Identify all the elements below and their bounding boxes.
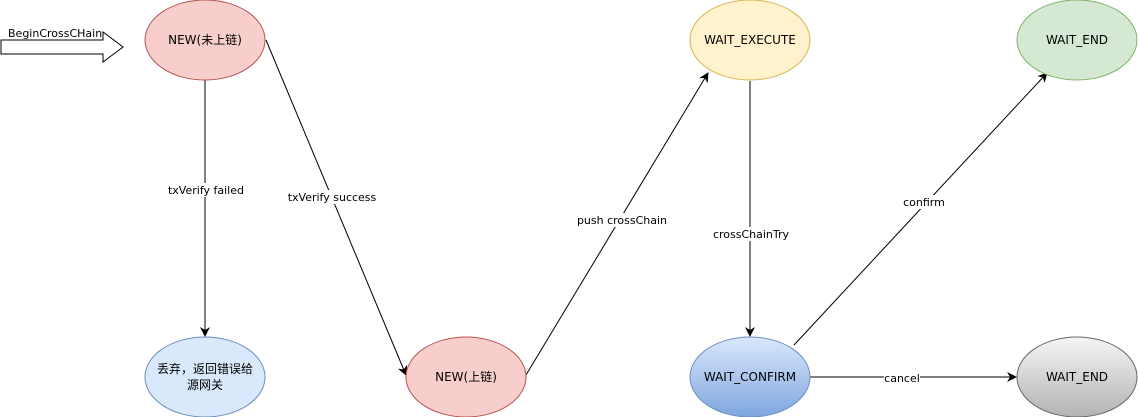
node-wait-end-bottom-label: WAIT_END (1046, 370, 1108, 384)
node-discard: 丢弃，返回错误给 源网关 (144, 336, 266, 417)
edge-label-tx-failed: txVerify failed (168, 184, 244, 197)
edge-label-push: push crossChain (577, 214, 667, 227)
edge-label-tx-success: txVerify success (288, 191, 377, 204)
node-wait-execute-label: WAIT_EXECUTE (704, 33, 796, 47)
node-wait-confirm: WAIT_CONFIRM (689, 336, 811, 417)
start-arrow-label: BeginCrossCHain (8, 27, 102, 40)
edge-push-crosschain: push crossChain (525, 72, 709, 376)
node-new-unchained: NEW(未上链) (144, 0, 266, 81)
node-wait-execute: WAIT_EXECUTE (689, 0, 811, 81)
node-wait-end-top: WAIT_END (1016, 0, 1138, 81)
node-new-chained-label: NEW(上链) (435, 369, 497, 384)
edge-cancel: cancel (810, 371, 1017, 385)
edge-crosschain-try: crossChainTry (713, 81, 790, 337)
edge-label-confirm: confirm (903, 196, 945, 209)
edge-label-try: crossChainTry (713, 228, 790, 241)
node-wait-end-bottom: WAIT_END (1016, 336, 1138, 417)
node-wait-confirm-label: WAIT_CONFIRM (704, 370, 796, 384)
edge-confirm: confirm (793, 72, 1048, 346)
node-new-unchained-label: NEW(未上链) (168, 32, 242, 47)
node-discard-label-line1: 丢弃，返回错误给 (157, 361, 253, 376)
edge-label-cancel: cancel (884, 372, 920, 385)
edge-tx-success: txVerify success (265, 39, 408, 376)
edge-tx-failed: txVerify failed (168, 80, 244, 337)
start-arrow: BeginCrossCHain (0, 27, 124, 63)
node-discard-label-line2: 源网关 (187, 378, 223, 392)
node-wait-end-top-label: WAIT_END (1046, 33, 1108, 47)
node-new-chained: NEW(上链) (405, 336, 527, 417)
